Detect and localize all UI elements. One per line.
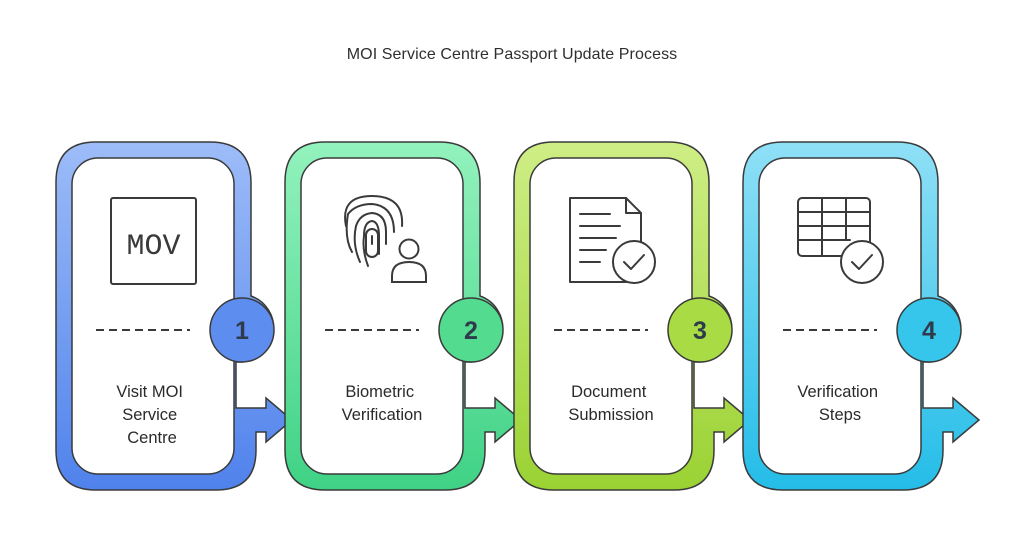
- step-1-badge: [209, 297, 275, 363]
- step-3-badge: [667, 297, 733, 363]
- step-2-number: 2: [464, 317, 478, 345]
- table-check-icon: [797, 197, 884, 284]
- diagram-title: MOI Service Centre Passport Update Proce…: [346, 46, 678, 63]
- moi-logo-text: MOV: [126, 230, 180, 264]
- step-2-card: [300, 157, 464, 475]
- document-check-icon: [569, 197, 656, 284]
- step-1: 1 MOV Visit MOI Service Centre: [55, 141, 294, 491]
- step-1-number: 1: [235, 317, 249, 345]
- step-2: 2 Biometric Verification: [284, 141, 523, 491]
- step-2-badge: [438, 297, 504, 363]
- step-3: 3 Document Submission: [513, 141, 752, 491]
- step-2-label: Biometric Verification: [342, 383, 423, 424]
- step-4: 4 Verification Steps: [742, 141, 981, 491]
- step-3-label: Document Submission: [568, 383, 653, 424]
- moi-logo-icon: MOV: [110, 197, 197, 285]
- step-4-number: 4: [922, 317, 936, 345]
- step-4-badge: [896, 297, 962, 363]
- step-4-label: Verification Steps: [797, 383, 882, 424]
- step-1-label: Visit MOI Service Centre: [116, 383, 187, 447]
- step-3-number: 3: [693, 317, 707, 345]
- fingerprint-user-icon: [344, 194, 427, 283]
